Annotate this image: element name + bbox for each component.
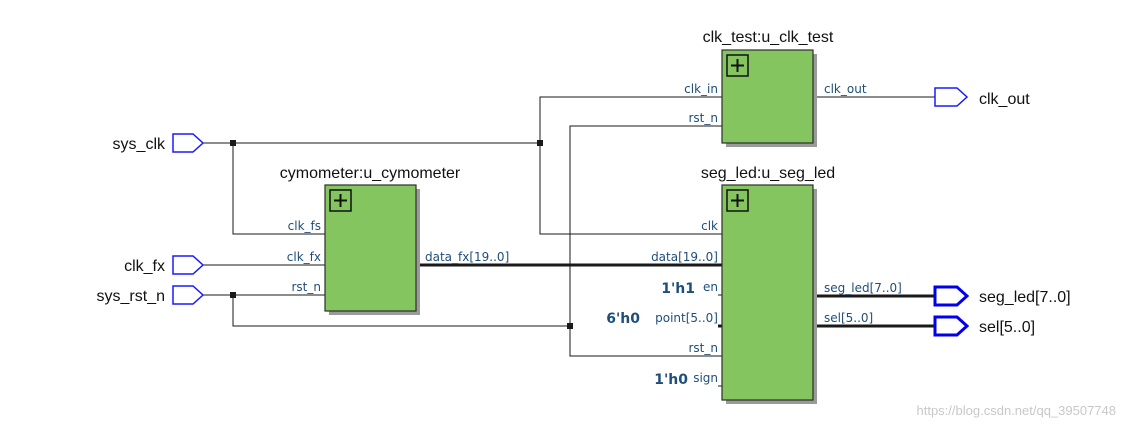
pin-label-rst-n: rst_n	[689, 341, 719, 355]
wire-sys-clk-to-clk-fs	[232, 143, 340, 235]
output-port-shape	[933, 315, 970, 337]
block-title-seg-led: seg_led:u_seg_led	[701, 165, 835, 182]
pin-label-rst-n: rst_n	[689, 111, 719, 125]
output-port-seg-led[interactable]: seg_led[7..0]	[933, 285, 1071, 307]
wire-sys-clk-to-clk-in	[539, 96, 737, 143]
pin-label-clk-out: clk_out	[824, 82, 867, 96]
output-label-sel: sel[5..0]	[979, 319, 1035, 336]
expand-plus-icon[interactable]	[726, 54, 749, 77]
block-body-seg-led	[721, 184, 814, 401]
expand-plus-icon[interactable]	[726, 189, 749, 212]
input-port-sys-clk[interactable]: sys_clk	[113, 133, 205, 153]
junction-dot	[230, 292, 236, 298]
output-label-seg-led: seg_led[7..0]	[979, 289, 1071, 306]
wire-sys-clk-to-seg-clk	[539, 143, 737, 235]
pin-label-clk-in: clk_in	[684, 82, 718, 96]
pin-label-clk-fx: clk_fx	[287, 250, 321, 264]
block-body-clk-test	[721, 49, 814, 144]
input-label-sys-rst-n: sys_rst_n	[97, 288, 165, 305]
input-label-clk-fx: clk_fx	[124, 258, 165, 275]
pin-label-clk-fs: clk_fs	[288, 219, 321, 233]
junction-dot	[567, 323, 573, 329]
input-port-sys-rst-n[interactable]: sys_rst_n	[97, 285, 205, 305]
constant-en-value: 1'h1	[661, 281, 695, 297]
constant-sign-value: 1'h0	[654, 372, 688, 388]
input-port-shape	[172, 133, 205, 153]
block-title-cymometer: cymometer:u_cymometer	[280, 165, 461, 182]
wire-rst-branch	[232, 295, 570, 327]
block-seg-led[interactable]: seg_led:u_seg_led clk data[19..0] en poi…	[651, 165, 902, 404]
output-label-clk-out: clk_out	[979, 91, 1030, 108]
wires	[203, 96, 935, 387]
input-port-shape	[172, 255, 205, 275]
pin-label-data-fx: data_fx[19..0]	[425, 250, 509, 264]
pin-label-en: en	[703, 280, 718, 294]
block-body-cymometer	[324, 184, 417, 312]
junction-dot	[230, 140, 236, 146]
pin-label-data: data[19..0]	[651, 250, 718, 264]
wire-rst-to-seg-led	[569, 326, 737, 357]
pin-label-clk: clk	[701, 219, 718, 233]
output-port-clk-out[interactable]: clk_out	[934, 87, 1030, 108]
block-clk-test[interactable]: clk_test:u_clk_test clk_in rst_n clk_out	[684, 29, 867, 147]
expand-plus-icon[interactable]	[329, 189, 352, 212]
pin-label-sel-out: sel[5..0]	[824, 311, 873, 325]
output-port-shape	[933, 285, 970, 307]
watermark-text: https://blog.csdn.net/qq_39507748	[917, 403, 1117, 418]
pin-label-point: point[5..0]	[655, 311, 718, 325]
pin-label-sign: sign	[693, 371, 718, 385]
block-cymometer[interactable]: cymometer:u_cymometer clk_fs clk_fx rst_…	[280, 165, 510, 315]
block-title-clk-test: clk_test:u_clk_test	[703, 29, 834, 46]
output-port-sel[interactable]: sel[5..0]	[933, 315, 1035, 337]
junction-dot	[537, 140, 543, 146]
output-port-shape	[934, 87, 969, 107]
pin-label-rst-n: rst_n	[292, 280, 322, 294]
constant-point-value: 6'h0	[606, 311, 640, 327]
input-port-clk-fx[interactable]: clk_fx	[124, 255, 205, 275]
pin-label-seg-led-out: seg_led[7..0]	[824, 281, 902, 295]
input-label-sys-clk: sys_clk	[113, 136, 166, 153]
input-port-shape	[172, 285, 205, 305]
wire-rst-to-clk-test	[569, 125, 737, 326]
